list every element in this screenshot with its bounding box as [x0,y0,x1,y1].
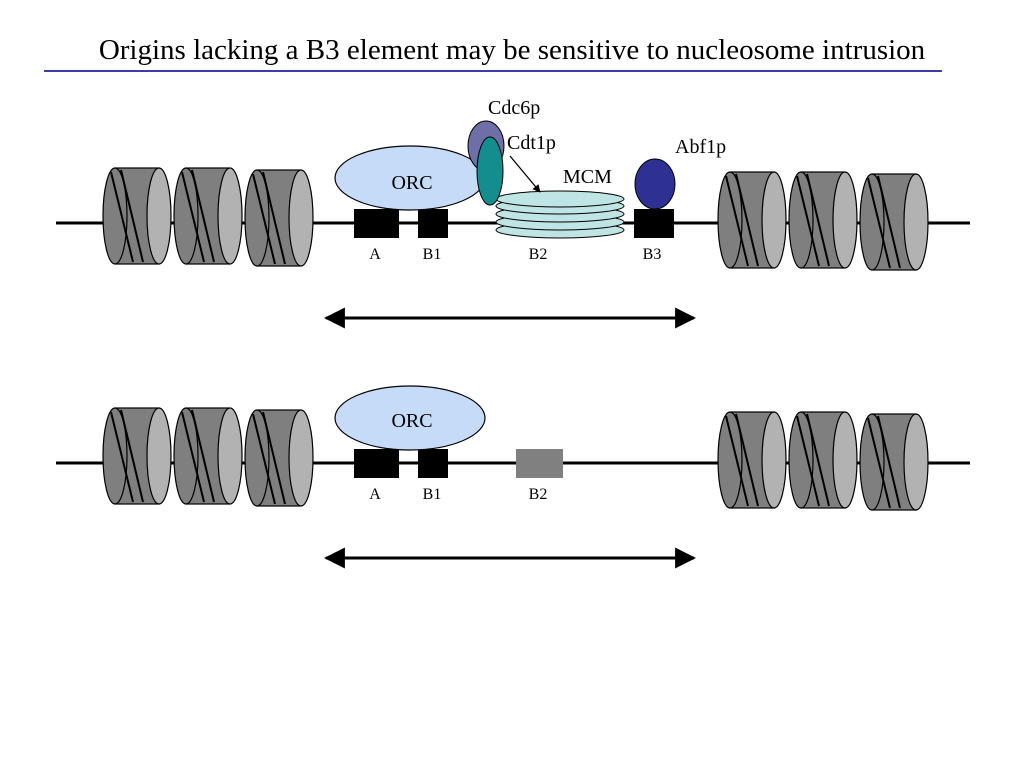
element-b1-label: B1 [423,246,442,263]
nucleosome [788,171,858,269]
nucleosome [173,167,243,265]
nucleosome [244,169,314,267]
element-b3-box [634,209,674,238]
nucleosome-group-right [717,171,929,271]
cdc6p-label: Cdc6p [488,97,540,119]
nucleosome-group-right [717,411,929,511]
element-b2-label: B2 [529,246,548,263]
mcm-complex [495,190,625,239]
nucleosome [859,413,929,511]
element-b2-box [516,449,563,478]
cdt1p-protein [476,136,504,206]
nucleosome [788,411,858,509]
nucleosome-group-left [102,407,314,507]
orc-label: ORC [391,172,432,194]
cdt1p-to-mcm-arrow [509,155,541,193]
nucleosome [102,167,172,265]
orc-protein [334,385,486,451]
bottom-panel: ORC A B1 B2 [56,385,970,569]
element-b2-label: B2 [529,486,548,503]
element-a-label: A [369,246,381,263]
abf1p-protein [634,158,676,210]
abf1p-label: Abf1p [675,136,726,158]
nucleosome [717,171,787,269]
nucleosome [102,407,172,505]
orc-label: ORC [391,410,432,432]
element-a-box [354,209,399,238]
nucleosome [717,411,787,509]
top-panel: ORC Cdc6p Cdt1p MCM Abf1p A B1 B2 B3 [56,97,970,329]
slide-title: Origins lacking a B3 element may be sens… [98,34,926,66]
element-b1-label: B1 [423,486,442,503]
title-underline [44,70,942,72]
nucleosome [173,407,243,505]
nucleosome [244,409,314,507]
element-b1-box [418,449,448,478]
mcm-label: MCM [563,166,612,188]
nucleosome [859,173,929,271]
element-a-box [354,449,399,478]
element-b1-box [418,209,448,238]
cdt1p-label: Cdt1p [507,132,556,154]
element-b3-label: B3 [643,246,662,263]
nucleosome-group-left [102,167,314,267]
element-a-label: A [369,486,381,503]
